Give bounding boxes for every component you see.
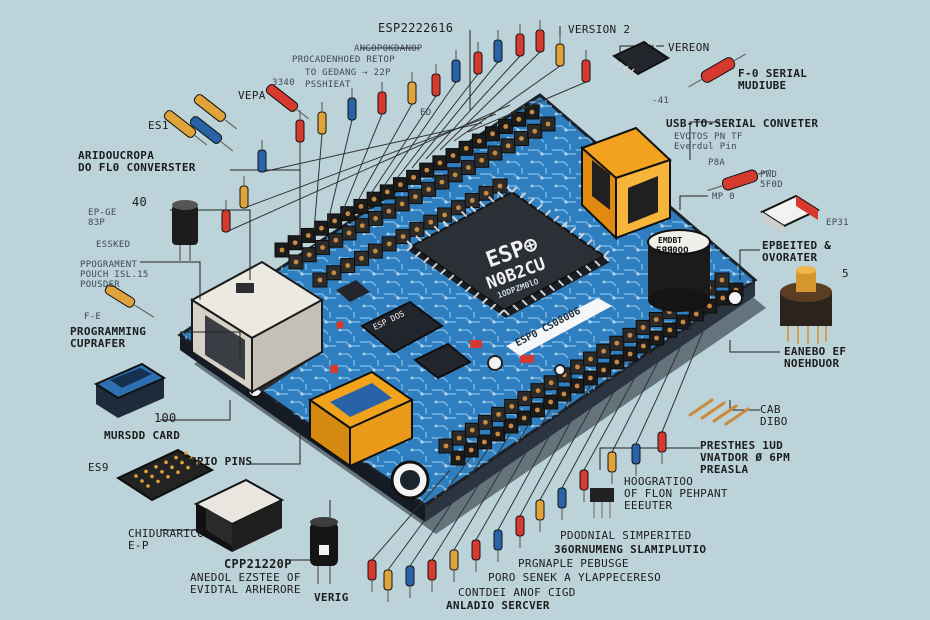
label-anedol: ANEDOL EZSTEE OF EVIDTAL ARHERORE (190, 571, 301, 596)
label-presthes: PRESTHES 1UD VNATDOR Ø 6PM PREASLA (700, 439, 790, 476)
header-row-back (274, 104, 556, 270)
label-esp-top: ESP2222616 (378, 21, 454, 35)
label-gpio-pins: GPIO PINS (190, 455, 253, 468)
loose-part-switch-right (759, 194, 821, 234)
callout-lines (140, 26, 780, 571)
label-100: 100 (154, 411, 177, 425)
label-top-sub4: PSSHIEAT (305, 80, 351, 90)
label-program: PPOGRAMENT POUCH ISL.15 POUSDER (80, 260, 149, 290)
label-cab: CAB DIBO (760, 403, 788, 428)
label-ep-ge: EP-GE 83P (88, 208, 117, 228)
board-label-strip (506, 298, 612, 356)
label-r: r (534, 98, 540, 108)
label-5: 5 (842, 267, 849, 280)
label-ed: ED (420, 108, 432, 118)
label-41: -41 (652, 96, 670, 106)
label-veron: VEREON (668, 41, 710, 54)
cap-label-1: EMDBT (658, 236, 683, 245)
label-mursdd-card: MURSDD CARD (104, 429, 181, 442)
capacitor-cylinder (647, 229, 711, 312)
loose-part-header-pins (688, 398, 750, 426)
label-3340: 3340 (272, 78, 295, 88)
label-essked: ESSKED (96, 240, 131, 250)
label-p8a: P8A (708, 158, 726, 168)
label-anladio: ANLADIO SERCVER (446, 599, 550, 612)
label-40: 40 (132, 195, 148, 209)
usb-serial-module (580, 126, 672, 241)
label-arduino-converter: ARIDOUCROPA DO FL0 CONVERSTER (78, 149, 196, 174)
loose-part-ic-topright (611, 39, 670, 76)
loose-part-capacitor-left (172, 200, 198, 262)
bottom-connector (307, 370, 415, 468)
loose-part-potentiometer (780, 266, 832, 344)
loose-part-gpio-chip (115, 448, 215, 502)
label-pwd: PWD 5F0D (760, 170, 783, 190)
label-podo: PDODNIAL SIMPERITED (560, 529, 692, 542)
label-verig: VERIG (314, 591, 349, 604)
label-ep31: EP31 (826, 218, 849, 228)
smd-chip-2 (413, 342, 472, 380)
smd-chip-3 (336, 280, 370, 302)
label-prgnaple: PRGNAPLE PEBUSGE (518, 557, 629, 570)
esp-main-chip (406, 186, 610, 318)
header-row-right (438, 272, 744, 466)
loose-part-microsd (93, 362, 167, 418)
label-top-sub3: TO GEDANG ⇢ 22P (305, 68, 391, 78)
cap-label-2: ЕЯЯ0ОО (656, 246, 689, 256)
label-36orn: 36ORNUMENG SLAMIPLUTIO (554, 543, 707, 556)
label-top-sub2: PROCADENHOED RETOP (292, 55, 395, 65)
label-poro: PORO SENEK A YLAPPECERESO (488, 571, 662, 584)
label-vepa: VEPA (238, 89, 266, 102)
label-version: VERSION 2 (568, 23, 631, 36)
label-fe: F-E (84, 312, 102, 322)
label-mp: MP 0 (712, 192, 735, 202)
label-eanebo: EANEBO EF NOEHDUOR (784, 345, 847, 370)
loose-part-cylinder-bottom (310, 517, 338, 584)
pin-rows-inner (312, 178, 508, 288)
label-es1: ES1 (148, 119, 169, 132)
loose-part-switch-small (590, 488, 614, 518)
label-top-sub1: ANGOPOKDANOP (354, 44, 423, 54)
loose-part-usb-plug (193, 478, 285, 552)
label-es9: ES9 (88, 461, 109, 474)
label-usb-serial: USB-TO-SERIAL CONVETER (666, 117, 819, 130)
ethernet-port (190, 260, 324, 394)
small-chip (360, 300, 444, 354)
label-cpp: CPP21220P (224, 557, 292, 571)
label-programming: PROGRAMMING CUPRAFER (70, 325, 147, 350)
floating-components (104, 20, 771, 602)
label-epbeited: EPBEITED & OVORATER (762, 239, 832, 264)
label-chiduraco: CHIDURARICO E-P (128, 527, 205, 552)
label-contdei: CONTDEI ANOF CIGD (458, 586, 576, 599)
label-serial-module: F-0 SERIAL MUDIUBE (738, 67, 808, 92)
label-usb-sub: EVOTOS PN TF Everdul Pin (674, 132, 743, 152)
label-hoogratioo: HOOGRATIOO OF FLON PEHPANT EEEUTER (624, 475, 728, 512)
mounting-holes (247, 290, 743, 500)
